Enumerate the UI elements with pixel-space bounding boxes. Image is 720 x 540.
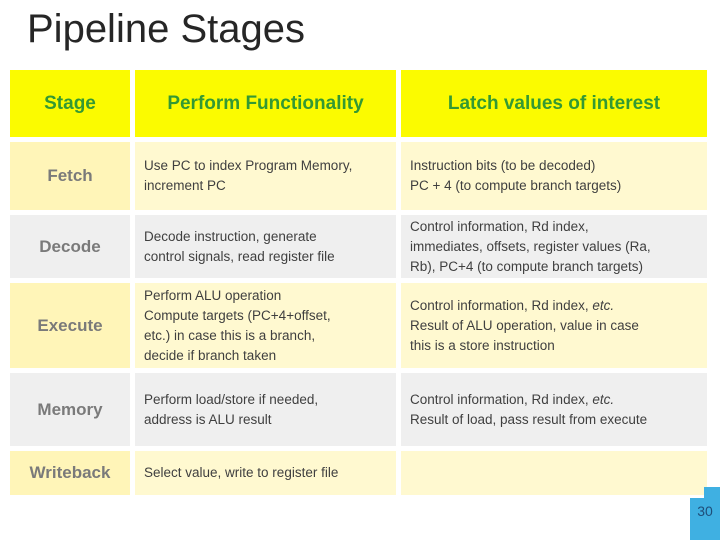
text-line: Select value, write to register file (144, 465, 339, 480)
text-line: this is a store instruction (410, 337, 555, 353)
page-number-step-decoration (704, 487, 720, 498)
text-line: Compute targets (PC+4+offset, (144, 307, 331, 323)
perform-cell: Perform load/store if needed, address is … (135, 373, 396, 446)
text-line: Perform load/store if needed, (144, 391, 319, 407)
text-line: immediates, offsets, register values (Ra… (410, 238, 651, 254)
stage-cell: Fetch (10, 142, 130, 210)
header-cell-perform-functionality: Perform Functionality (135, 70, 396, 137)
text-line: Instruction bits (to be decoded) (410, 158, 596, 173)
text-line: Control information, Rd index, (410, 218, 589, 234)
text-line: control signals, read register file (144, 248, 335, 264)
perform-cell: Decode instruction, generate control sign… (135, 215, 396, 278)
text-line: PC + 4 (to compute branch targets) (410, 178, 622, 193)
header-cell-stage: Stage (10, 70, 130, 137)
text-line: Perform ALU operation (144, 287, 282, 303)
text-line: increment PC (144, 178, 226, 193)
page-number-box: 30 (690, 498, 720, 540)
stage-cell: Decode (10, 215, 130, 278)
stage-cell: Writeback (10, 451, 130, 495)
perform-cell: Use PC to index Program Memory, increment… (135, 142, 396, 210)
stage-cell: Execute (10, 283, 130, 368)
text-line: etc.) in case this is a branch, (144, 327, 316, 343)
text-line: Use PC to index Program Memory, (144, 158, 353, 173)
page-title: Pipeline Stages (27, 7, 305, 51)
latch-cell (401, 451, 707, 495)
latch-cell: Instruction bits (to be decoded) PC + 4 (… (401, 142, 707, 210)
text-line: address is ALU result (144, 411, 272, 427)
text-line: Control information, Rd index, etc. (410, 391, 615, 407)
text-line: Control information, Rd index, etc. (410, 297, 615, 313)
text-line: Rb), PC+4 (to compute branch targets) (410, 258, 643, 274)
text-line: decide if branch taken (144, 347, 277, 363)
pipeline-stages-table: Stage Perform Functionality Latch values… (10, 70, 707, 495)
latch-cell: Control information, Rd index, etc. Resul… (401, 373, 707, 446)
stage-cell: Memory (10, 373, 130, 446)
latch-cell: Control information, Rd index, immediates… (401, 215, 707, 278)
text-line: Result of ALU operation, value in case (410, 317, 639, 333)
perform-cell: Select value, write to register file (135, 451, 396, 495)
text-line: Result of load, pass result from execute (410, 411, 648, 427)
page-number: 30 (697, 503, 713, 519)
header-cell-latch-values: Latch values of interest (401, 70, 707, 137)
text-line: Decode instruction, generate (144, 228, 317, 244)
latch-cell: Control information, Rd index, etc. Resul… (401, 283, 707, 368)
